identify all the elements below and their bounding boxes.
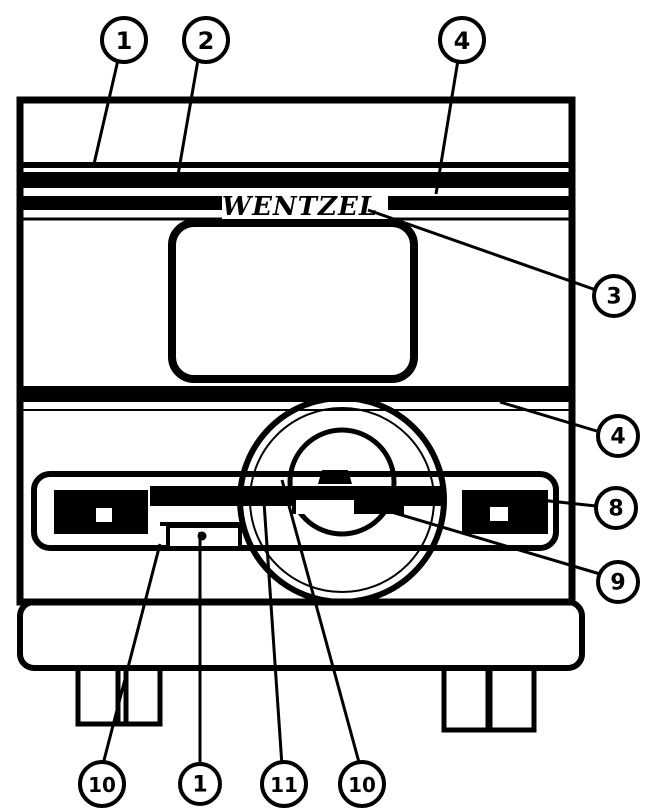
middle-trim-band xyxy=(22,386,570,402)
callout-11-bottom-label: 11 xyxy=(270,773,298,797)
left-foot-outer xyxy=(75,665,129,727)
leader-1-top xyxy=(92,59,120,165)
leader-4-right xyxy=(499,400,601,434)
callouts: 1 2 4 3 4 8 9 10 xyxy=(78,16,640,808)
leader-4-top xyxy=(434,59,460,195)
brand-plate xyxy=(222,188,388,220)
leader-3-right xyxy=(367,208,597,292)
control-panel xyxy=(31,471,559,551)
leader-10-bottom-left xyxy=(100,543,162,769)
base-plinth xyxy=(17,599,585,671)
callout-1-bottom-label: 1 xyxy=(192,773,207,798)
viewing-window xyxy=(168,219,418,383)
right-foot-inner xyxy=(485,665,537,733)
left-indicator xyxy=(96,508,112,522)
dial-slot-window xyxy=(296,500,354,514)
leader-10-bottom-right xyxy=(280,479,362,767)
callout-10-bottom-right: 10 xyxy=(338,760,386,808)
left-foot-inner xyxy=(115,665,163,727)
callout-1-top-label: 1 xyxy=(116,27,133,55)
callout-2-top-label: 2 xyxy=(198,27,215,55)
callout-11-bottom: 11 xyxy=(260,760,308,808)
callout-8-right: 8 xyxy=(594,486,638,530)
callout-10-bottom-left: 10 xyxy=(78,760,126,808)
callout-4-top-label: 4 xyxy=(454,27,471,55)
leader-2-top xyxy=(176,59,200,176)
dial-inner-ring xyxy=(249,407,435,593)
callout-4-right: 4 xyxy=(596,414,640,458)
callout-8-right-label: 8 xyxy=(608,497,623,522)
dial-pointer xyxy=(318,470,352,484)
callout-10-bottom-left-label: 10 xyxy=(88,773,116,797)
control-panel-outline xyxy=(31,471,559,551)
leader-9-right xyxy=(377,506,601,576)
right-foot-outer xyxy=(441,665,493,733)
callout-3-right-label: 3 xyxy=(606,285,621,310)
callout-2-top: 2 xyxy=(182,16,230,64)
callout-4-top: 4 xyxy=(438,16,486,64)
leader-11-bottom xyxy=(262,501,284,767)
callout-10-bottom-right-label: 10 xyxy=(348,773,376,797)
dial-face xyxy=(287,427,397,537)
callout-1-top: 1 xyxy=(100,16,148,64)
base xyxy=(17,599,585,733)
top-trim-band xyxy=(22,172,570,188)
callout-9-right: 9 xyxy=(596,560,640,604)
callout-3-right: 3 xyxy=(592,274,636,318)
right-indicator xyxy=(490,507,508,521)
leader-8-right xyxy=(539,498,597,508)
callout-4-right-label: 4 xyxy=(610,425,625,450)
callout-1-bottom: 1 xyxy=(178,762,222,806)
brand-name: WENTZEL xyxy=(222,192,378,222)
leader-lines xyxy=(92,59,601,769)
callout-9-right-label: 9 xyxy=(610,571,625,596)
